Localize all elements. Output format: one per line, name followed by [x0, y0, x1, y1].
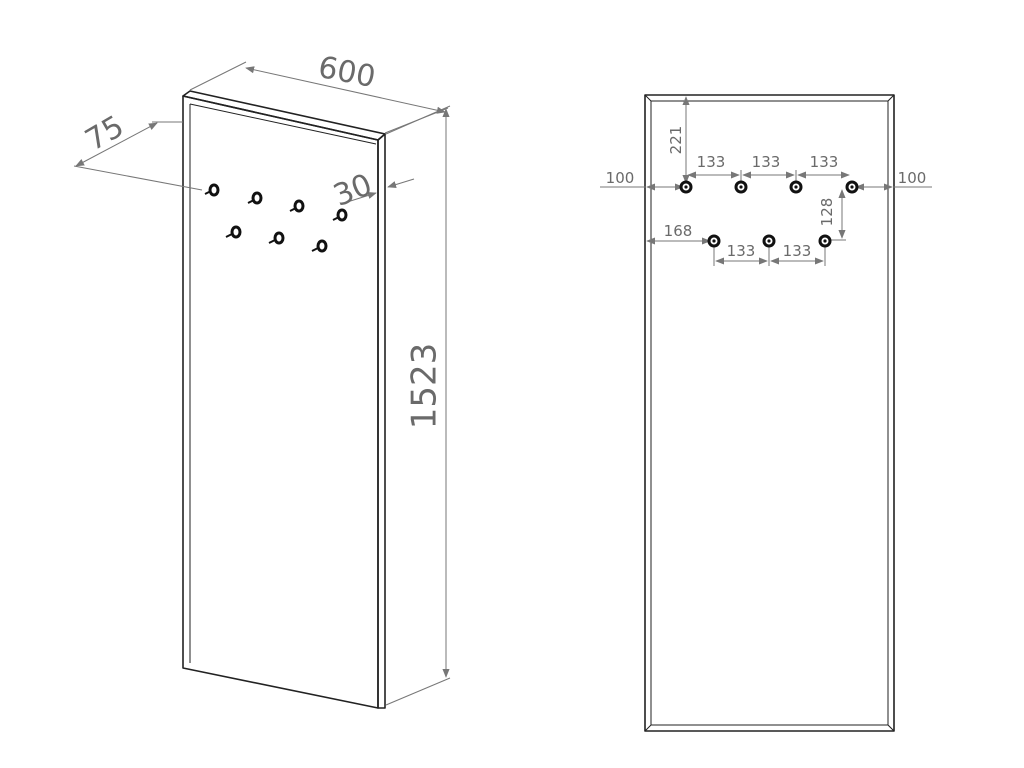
hook-icon	[734, 180, 748, 194]
top-spacing-2-label: 133	[752, 153, 781, 171]
hook-depth-dimension-line	[75, 122, 158, 167]
thickness-label: 30	[329, 167, 378, 214]
top-offset-label: 221	[667, 126, 685, 155]
hook-icon	[789, 180, 803, 194]
front-corner-tr	[887, 94, 895, 102]
height-ext-bottom	[385, 677, 451, 706]
front-view: 221 100 100 133 133 133 128 168 133 13	[600, 94, 932, 732]
iso-hooks	[204, 183, 348, 253]
hook-icon	[845, 180, 859, 194]
panel-inner-edge-top	[189, 103, 377, 145]
bottom-spacing-1-label: 133	[727, 242, 756, 260]
front-panel-inner	[650, 100, 889, 726]
top-spacing-1-label: 133	[697, 153, 726, 171]
hook-depth-label: 75	[79, 109, 130, 158]
front-hooks	[679, 180, 859, 248]
hook-icon	[332, 208, 348, 222]
front-panel-outer	[644, 94, 895, 732]
thickness-arrow-left	[343, 191, 377, 204]
isometric-view: 600 75 30 1523	[73, 50, 451, 709]
hook-icon	[225, 225, 242, 239]
row-gap-label: 128	[818, 198, 836, 227]
height-ext-top	[385, 105, 451, 135]
left-margin-label: 100	[606, 169, 635, 187]
width-dimension-line	[245, 66, 446, 114]
width-ext-left	[189, 61, 247, 91]
panel-side-face	[377, 133, 386, 709]
front-corner-bl	[644, 724, 652, 732]
hook-icon	[762, 234, 776, 248]
hook-icon	[818, 234, 832, 248]
hook-icon	[268, 231, 285, 245]
height-label: 1523	[405, 343, 445, 430]
hook-icon	[247, 191, 263, 205]
hook-icon	[707, 234, 721, 248]
right-margin-label: 100	[898, 169, 927, 187]
thickness-arrow-right	[387, 178, 415, 189]
hook-depth-ext-bottom	[73, 165, 203, 191]
hook-icon	[289, 199, 305, 213]
hook-icon	[311, 239, 328, 253]
front-corner-br	[887, 724, 895, 732]
hook-icon	[679, 180, 693, 194]
panel-top-face	[182, 90, 386, 141]
bottom-left-label: 168	[664, 222, 693, 240]
hook-icon	[204, 183, 220, 197]
bottom-spacing-2-label: 133	[783, 242, 812, 260]
width-label: 600	[315, 50, 378, 95]
front-corner-tl	[644, 94, 652, 102]
top-spacing-3-label: 133	[810, 153, 839, 171]
